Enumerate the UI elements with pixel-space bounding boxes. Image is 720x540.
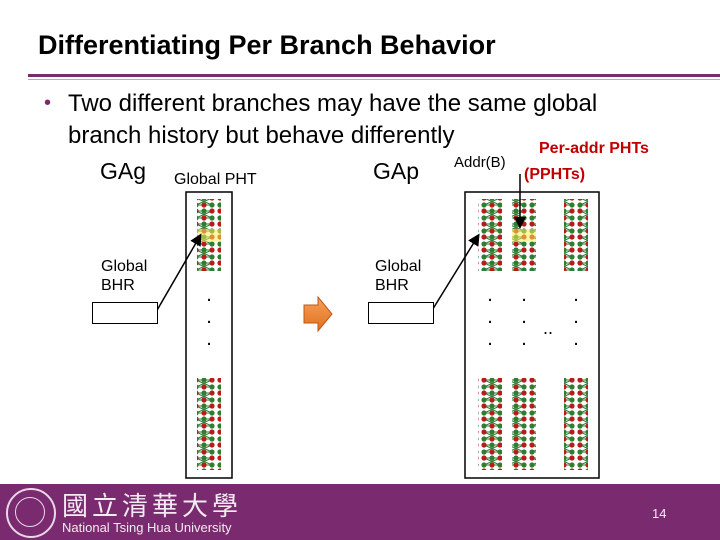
pht-column-1 [478,199,502,470]
global-pht-label: Global PHT [174,171,257,188]
gag-bhr-register [92,302,158,324]
gag-label: GAg [100,158,147,184]
gap-bhr-index-arrow [430,233,480,313]
gag-bhr-label-line-1: Global [101,258,148,275]
gag-bhr-label-line-2: BHR [101,277,135,294]
pht-column-3-ellipsis: ... [573,284,579,350]
pht-diagram [155,174,600,479]
per-addr-phts-label: Per-addr PHTs [539,140,649,157]
title-divider-thin [28,79,720,80]
university-seal-icon [6,488,56,538]
pht-columns-ellipsis: .. [543,318,554,338]
pht-column-2-ellipsis: ... [521,284,527,350]
bullet-line-2: branch history but behave differently [68,122,455,149]
university-seal-inner [15,497,45,527]
addr-label: Addr(B) [454,154,506,171]
page-number: 14 [652,506,667,521]
pht-column-3 [564,199,588,470]
university-name-chinese: 國立清華大學 [62,492,243,522]
university-name: National Tsing Hua University [62,520,232,535]
title-divider [28,74,720,77]
pht-column-2 [512,199,536,470]
pht-column-1-ellipsis: ... [487,284,493,350]
gap-bhr-label-line-1: Global [375,258,422,275]
transition-arrow [303,295,333,333]
global-pht-ellipsis: ... [206,284,212,350]
gap-label: GAp [373,158,420,184]
footer-bar [0,484,720,540]
gag-index-arrow [155,233,202,313]
pphts-label: (PPHTs) [524,166,586,183]
slide-title: Differentiating Per Branch Behavior [38,30,496,60]
gap-bhr-register [368,302,434,324]
bullet-line-1: Two different branches may have the same… [68,90,598,117]
bullet-marker: • [44,92,52,114]
gap-bhr-label-line-2: BHR [375,277,409,294]
